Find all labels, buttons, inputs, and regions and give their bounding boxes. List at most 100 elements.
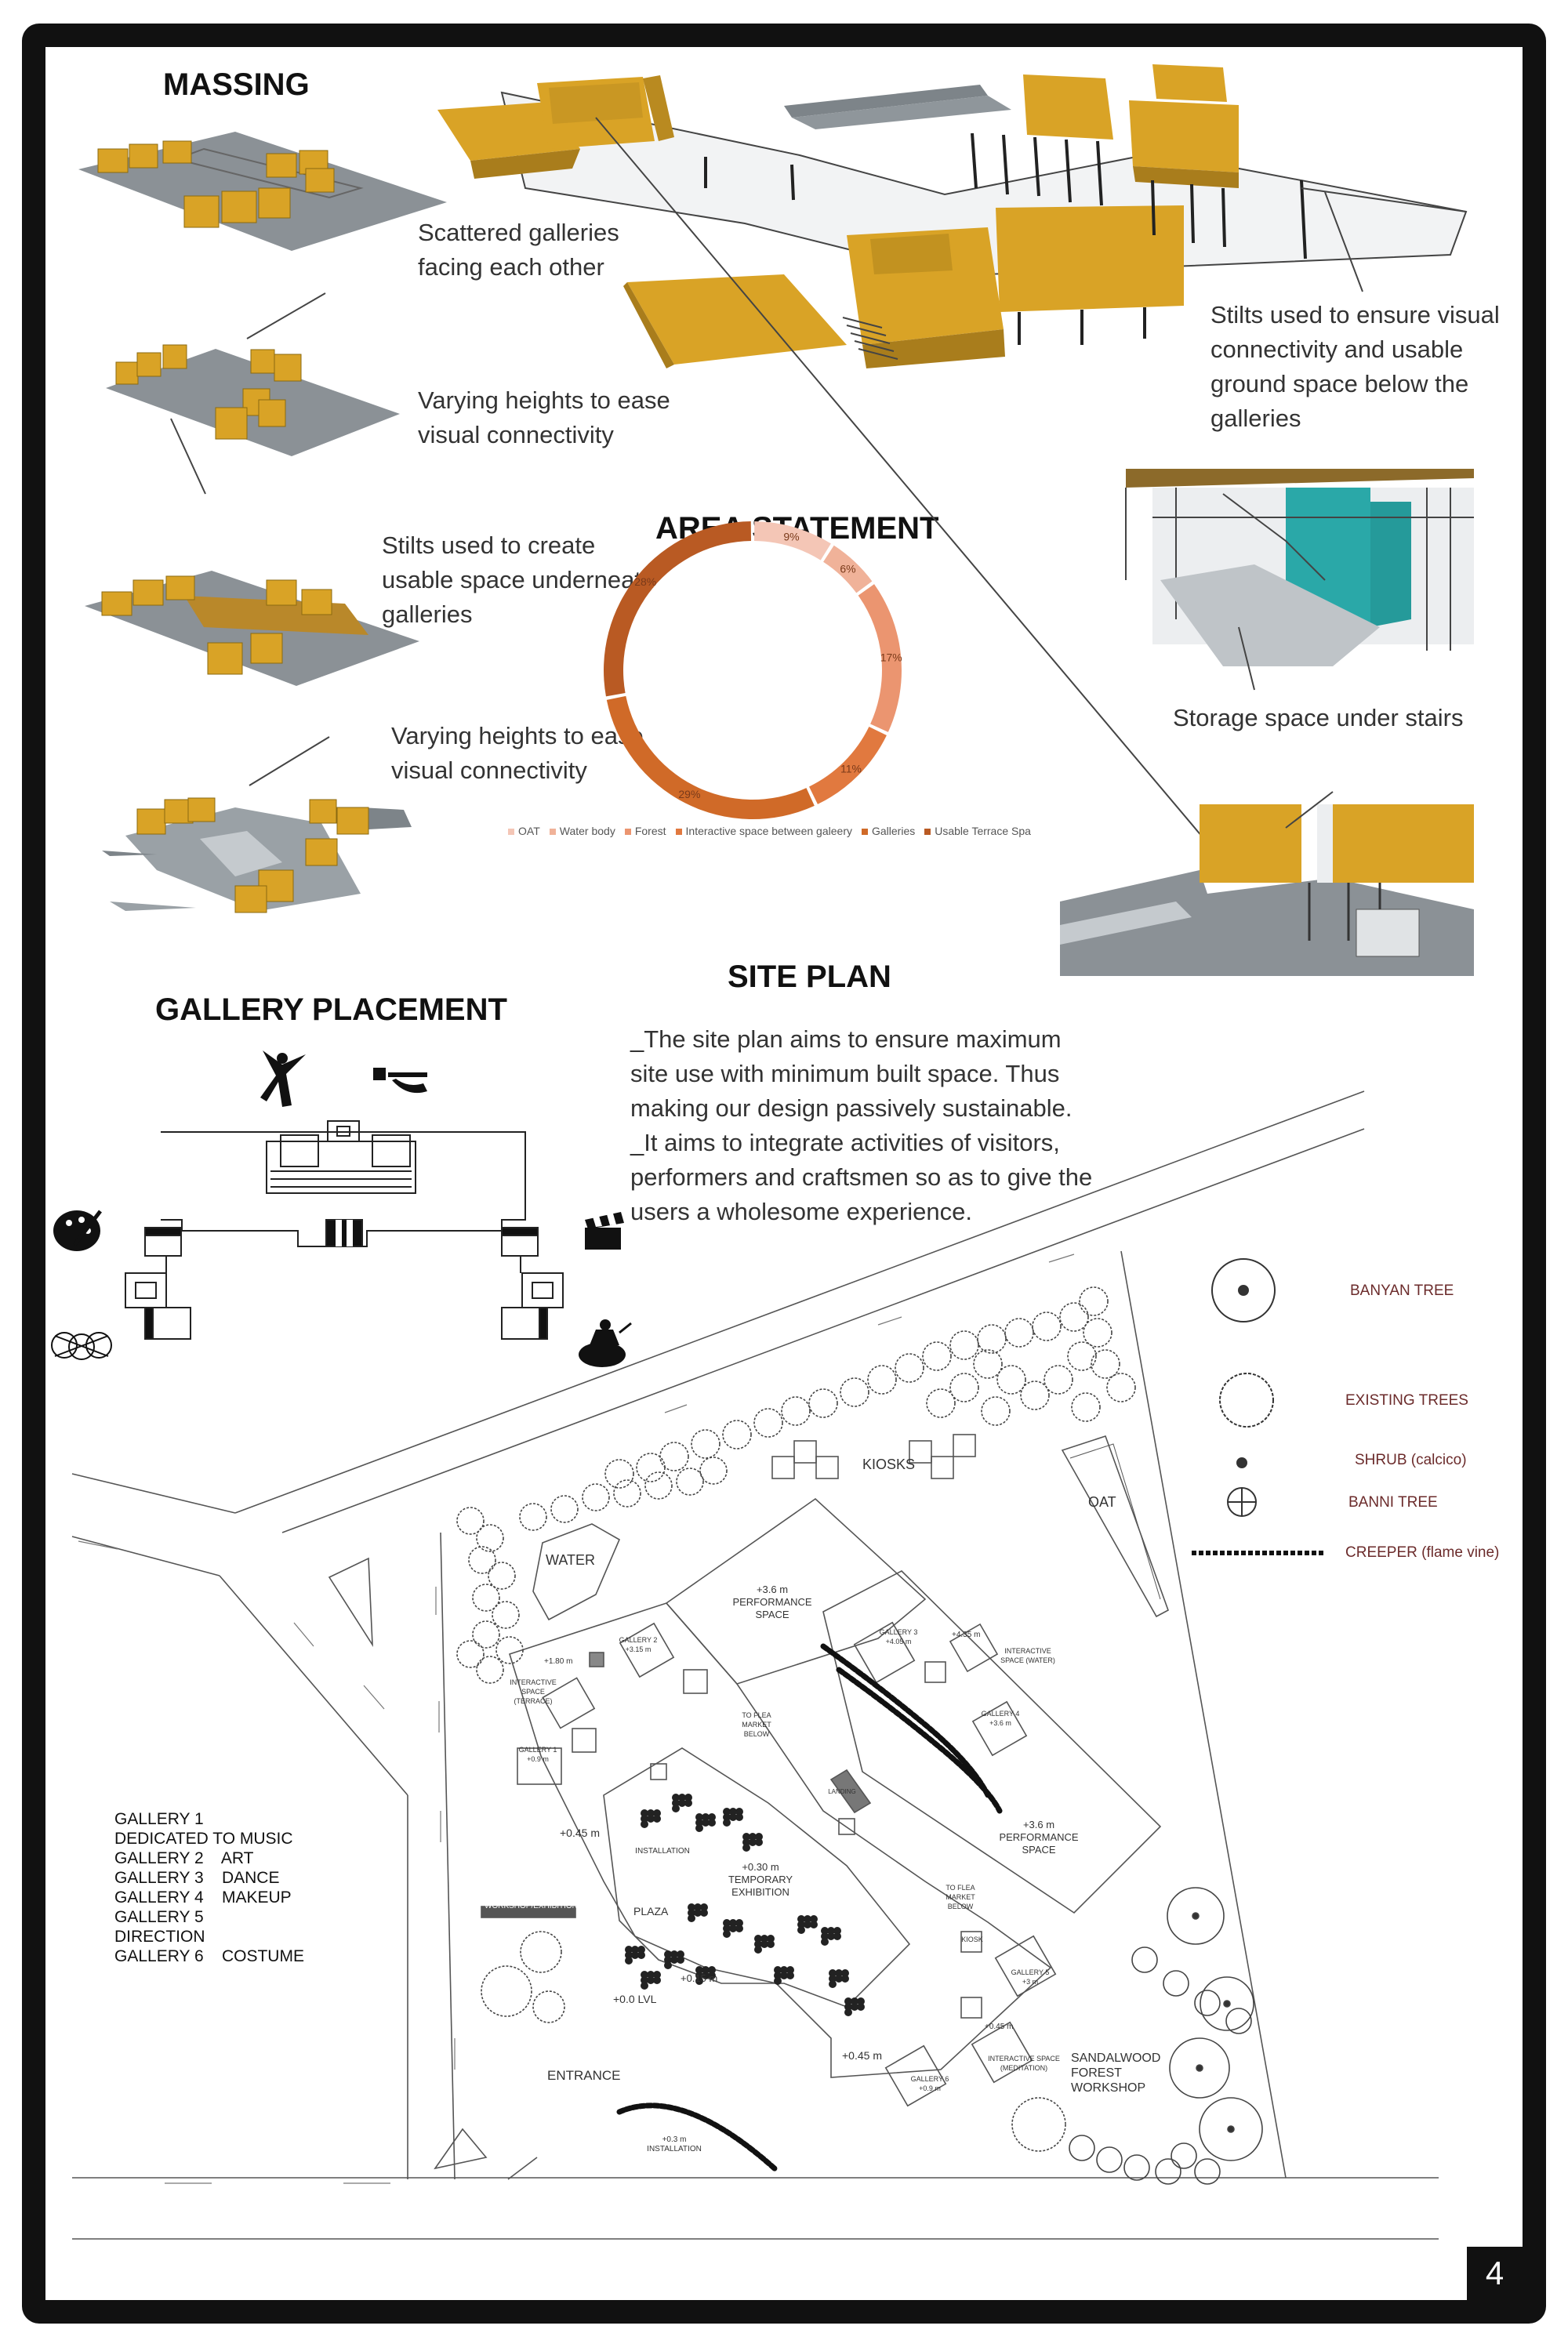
shrub-symbol	[695, 1972, 703, 1979]
tree-symbol	[472, 1620, 500, 1649]
tree-symbol	[1171, 2142, 1197, 2169]
tree-symbol	[1004, 1318, 1034, 1348]
shrub-symbol	[723, 1819, 731, 1827]
stair-render	[1125, 469, 1474, 691]
shrub-symbol	[625, 1951, 633, 1959]
label-water: WATER	[546, 1552, 595, 1568]
tree-symbol	[808, 1388, 838, 1418]
shrub-symbol	[841, 1969, 849, 1977]
tree-symbol	[1194, 1990, 1221, 2016]
label-kiosks: KIOSKS	[862, 1457, 916, 1472]
shrub-symbol	[641, 1971, 648, 1979]
gallery-placement-diagram	[125, 1120, 564, 1340]
tree-symbol	[1163, 1970, 1189, 1997]
tree-symbol	[867, 1365, 897, 1395]
shrub-symbol	[774, 1977, 782, 1985]
shrub-symbol	[708, 1966, 716, 1974]
tree-symbol	[895, 1353, 924, 1383]
tree-symbol	[996, 1365, 1026, 1395]
shrub-symbol	[631, 1951, 639, 1959]
tree-symbol	[781, 1396, 811, 1426]
shrub-symbol	[637, 1946, 645, 1954]
shrub-symbol	[833, 1932, 841, 1940]
label-g5: GALLERY 5 +3 m	[1011, 1968, 1050, 1986]
label-temp: +0.30 m TEMPORARY EXHIBITION	[728, 1861, 793, 1898]
shrub-symbol	[670, 1956, 678, 1964]
label-plaza: PLAZA	[633, 1905, 669, 1917]
shrub-symbol	[695, 1824, 703, 1832]
shrub-symbol	[755, 1833, 763, 1841]
tree-symbol	[1106, 1373, 1136, 1402]
tree-symbol	[456, 1507, 485, 1535]
label-ispace-3: INTERACTIVE SPACE (MEDITATION)	[988, 2055, 1060, 2072]
label-ispace-2: INTERACTIVE SPACE (WATER)	[1000, 1647, 1055, 1664]
shrub-symbol	[653, 1971, 661, 1979]
shrub-symbol	[694, 1903, 702, 1911]
tree-symbol	[495, 1636, 524, 1664]
donut-legend-item: Water body	[549, 825, 615, 837]
tree-symbol	[676, 1468, 704, 1496]
shrub-symbol	[647, 1971, 655, 1979]
shrub-symbol	[835, 1969, 843, 1977]
shrub-symbol	[708, 1819, 716, 1827]
label-flea-1: TO FLEA MARKET BELOW	[742, 1711, 771, 1738]
site-plan-description: _The site plan aims to ensure maximum si…	[630, 1025, 1093, 1225]
shrub-symbol	[844, 2008, 852, 2016]
shrub-symbol	[708, 1813, 716, 1821]
donut-slice	[809, 727, 887, 804]
shrub-symbol	[653, 1815, 661, 1823]
shrub-symbol	[677, 1950, 684, 1958]
shrub-symbol	[723, 1919, 731, 1927]
shrub-symbol	[723, 1925, 731, 1932]
tree-symbol	[1011, 2097, 1066, 2152]
tree-symbol	[488, 1562, 516, 1590]
donut-slice	[823, 545, 873, 593]
tree-symbol	[1131, 1946, 1158, 1973]
shrub-symbol	[723, 1808, 731, 1816]
shrub-symbol	[702, 1966, 710, 1974]
shrub-symbol	[767, 1940, 775, 1948]
creeper-bands	[616, 1643, 1003, 2173]
label-180: +1.80 m	[544, 1657, 573, 1666]
tree-symbol	[691, 1429, 720, 1459]
tree-symbol	[922, 1341, 952, 1371]
shrub-symbol	[723, 1813, 731, 1821]
tree-symbol	[613, 1479, 641, 1507]
site-plan-drawing	[71, 1090, 1439, 2240]
shrub-symbol	[647, 1815, 655, 1823]
shrub-symbol	[702, 1819, 710, 1827]
shrub-symbol	[684, 1799, 692, 1807]
shrub-symbol	[695, 1813, 703, 1821]
shrub-symbol	[641, 1820, 648, 1828]
clapperboard-icon	[585, 1212, 624, 1250]
shrub-symbol	[695, 1819, 703, 1827]
shrub-symbol	[684, 1794, 692, 1801]
shrub-symbol	[664, 1956, 672, 1964]
banyan-center	[1192, 1912, 1200, 1920]
tree-symbol	[949, 1330, 979, 1360]
gallery-list-item: GALLERY 4 MAKEUP	[114, 1888, 292, 1907]
shrub-symbol	[670, 1950, 678, 1958]
shrub-symbol	[625, 1957, 633, 1965]
banyan-center	[1223, 2000, 1231, 2008]
label-ispace-1: INTERACTIVE SPACE (TERRACE)	[510, 1678, 557, 1705]
donut-legend-item: Usable Terrace Spa	[924, 825, 1031, 837]
label-g1: GALLERY 1 +0.9 m	[518, 1746, 557, 1763]
shrub-symbol	[804, 1915, 811, 1923]
shrub-symbol	[829, 1980, 837, 1988]
shrub-symbol	[835, 1975, 843, 1983]
tree-symbol	[550, 1495, 579, 1523]
shrub-symbol	[844, 2003, 852, 2011]
shrub-symbol	[780, 1966, 788, 1974]
label-lvl0: +0.0 LVL	[613, 1993, 657, 2005]
massing-model-3	[85, 571, 419, 686]
shrub-symbol	[851, 2003, 858, 2011]
legend-banyan: BANYAN TREE	[1350, 1283, 1454, 1299]
shrub-symbol	[653, 1976, 661, 1984]
gallery-list-item: DIRECTION	[114, 1928, 205, 1946]
shrub-symbol	[700, 1903, 708, 1911]
shrub-symbol	[641, 1976, 648, 1984]
tree-symbol	[519, 1503, 547, 1531]
shrub-symbol	[786, 1972, 794, 1979]
massing-model-4	[102, 736, 412, 913]
